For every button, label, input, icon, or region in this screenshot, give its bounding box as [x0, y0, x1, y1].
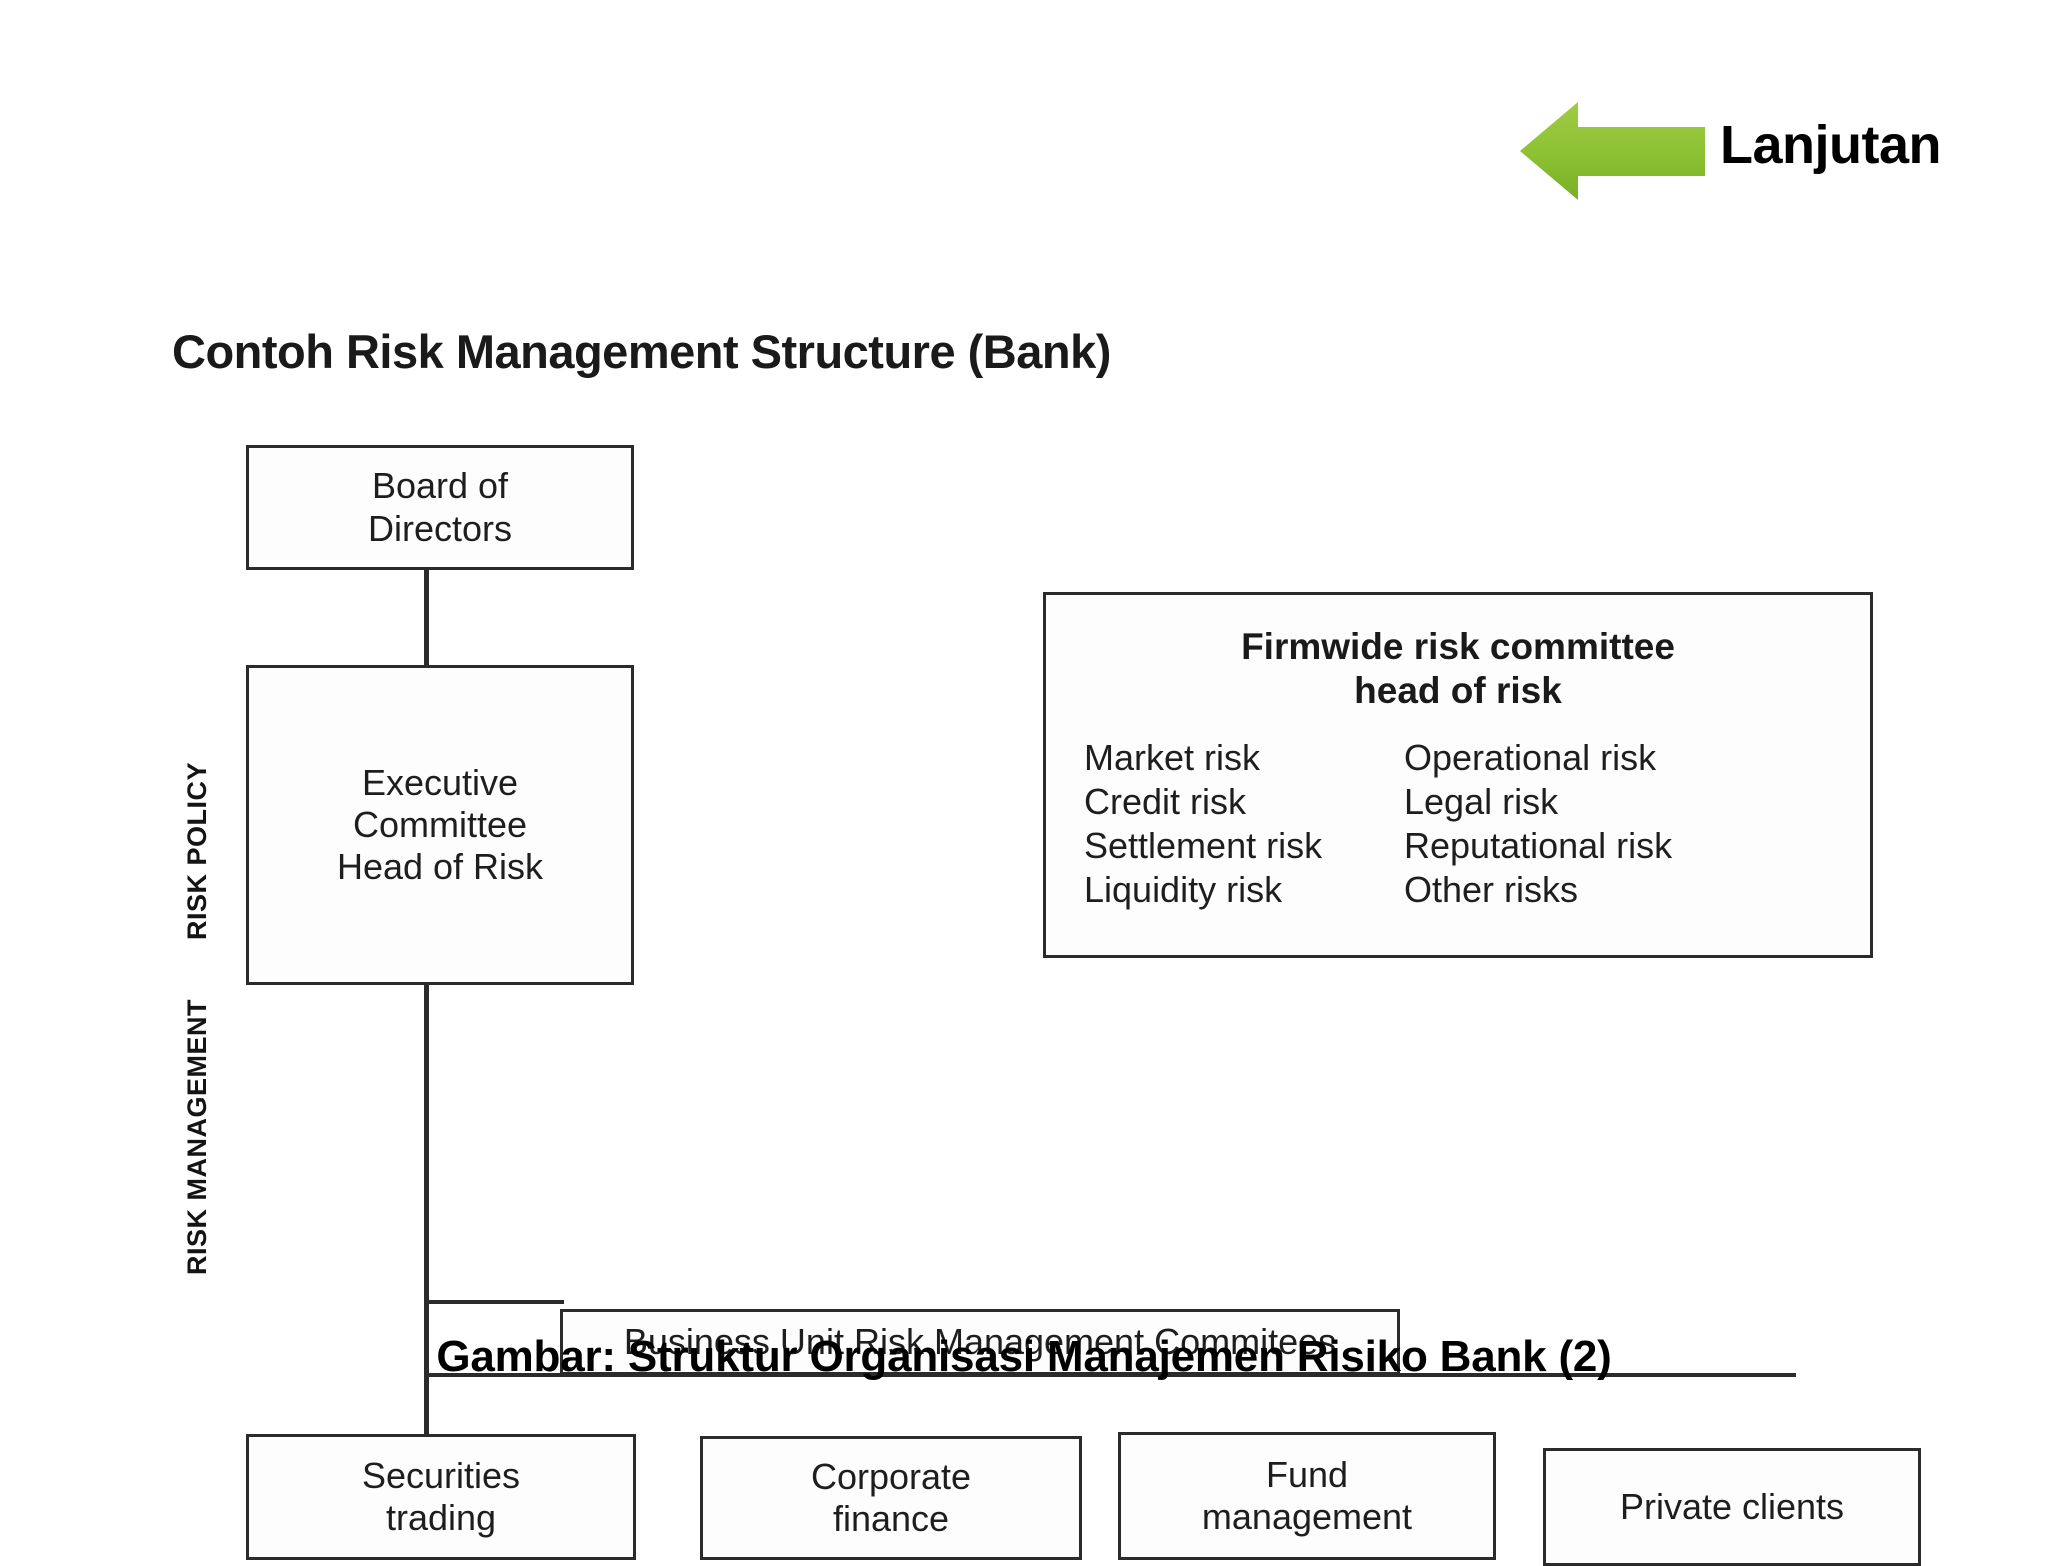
- node-fund-management-label: Fund management: [1201, 1453, 1413, 1537]
- node-corporate-finance-label: Corporate finance: [810, 1455, 972, 1539]
- firmwide-heading: Firmwide risk committee head of risk: [1241, 626, 1675, 712]
- risk-item: Credit risk: [1084, 780, 1247, 822]
- risk-item: Other risks: [1404, 868, 1579, 910]
- node-fund-management: Fund management: [1118, 1432, 1496, 1560]
- risk-item: Market risk: [1084, 736, 1261, 778]
- node-executive-committee-label: Executive Committee Head of Risk: [336, 761, 544, 888]
- node-business-unit-label: Business Unit Risk Management Commitees: [623, 1321, 1337, 1362]
- node-securities-trading-label: Securities trading: [361, 1454, 521, 1538]
- node-securities-trading: Securities trading: [246, 1434, 636, 1560]
- risk-item: Legal risk: [1404, 780, 1559, 822]
- firmwide-risk-lists: Market risk Credit risk Settlement risk …: [1046, 714, 1870, 912]
- risk-item: Operational risk: [1404, 736, 1657, 778]
- connector-business-unit-top: [424, 1300, 564, 1304]
- figure-caption: Gambar: Struktur Organisasi Manajemen Ri…: [436, 1332, 1612, 1381]
- side-label-risk-management: RISK MANAGEMENT: [182, 999, 212, 1275]
- risk-item: Liquidity risk: [1084, 868, 1283, 910]
- node-firmwide-risk-committee: Firmwide risk committee head of risk Mar…: [1043, 592, 1873, 958]
- diagram-title: Contoh Risk Management Structure (Bank): [172, 325, 1111, 378]
- node-executive-committee: Executive Committee Head of Risk: [246, 665, 634, 985]
- firmwide-risk-column-left: Market risk Credit risk Settlement risk …: [1084, 736, 1404, 912]
- node-business-unit-risk-management-commitees: Business Unit Risk Management Commitees: [560, 1309, 1400, 1375]
- arrow-left-icon: [1520, 96, 1705, 206]
- node-board-of-directors-label: Board of Directors: [367, 465, 513, 549]
- risk-management-structure-figure: Contoh Risk Management Structure (Bank) …: [0, 300, 2048, 1566]
- node-board-of-directors: Board of Directors: [246, 445, 634, 570]
- node-private-clients-label: Private clients: [1619, 1485, 1845, 1527]
- firmwide-risk-column-right: Operational risk Legal risk Reputational…: [1404, 736, 1824, 912]
- side-label-risk-policy: RISK POLICY: [182, 761, 212, 940]
- connector-business-unit-bottom: [424, 1373, 1796, 1377]
- node-corporate-finance: Corporate finance: [700, 1436, 1082, 1560]
- connector-executive-vertical: [424, 985, 429, 1435]
- lanjutan-label: Lanjutan: [1720, 115, 1942, 175]
- node-private-clients: Private clients: [1543, 1448, 1921, 1566]
- lanjutan-banner: Lanjutan: [1520, 96, 2020, 216]
- connector-board-to-executive: [424, 570, 429, 665]
- risk-item: Settlement risk: [1084, 824, 1323, 866]
- risk-item: Reputational risk: [1404, 824, 1673, 866]
